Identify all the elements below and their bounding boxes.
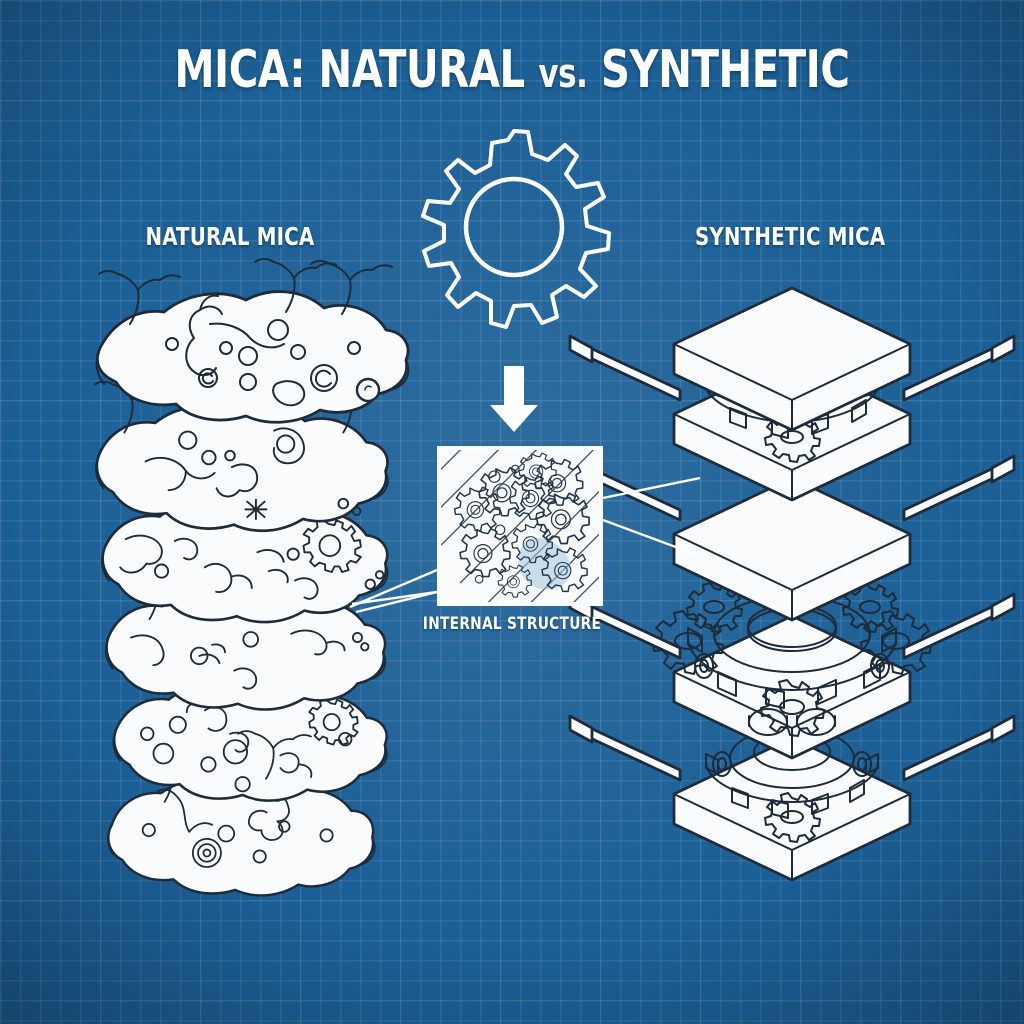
natural-mica-stack [93,258,410,897]
section-label-natural: NATURAL MICA [145,222,315,251]
title-vs: vs. [538,51,588,97]
natural-layer-5 [112,681,388,802]
title-main: MICA: NATURAL [174,40,526,100]
internal-structure-inset[interactable]: .ig{fill:none;stroke:#24364a;stroke-widt… [437,446,603,606]
axle-rod-right-1 [902,334,1016,402]
axle-rod-left-4 [568,714,682,782]
arrow-down-icon [490,366,538,432]
title-tail: SYNTHETIC [600,40,850,100]
inset-art: .ig{fill:none;stroke:#24364a;stroke-widt… [441,450,599,602]
natural-layer-1 [95,258,410,424]
synthetic-plate-4 [568,714,1016,882]
axle-rod-left-1 [568,334,682,402]
axle-rod-right-3 [902,592,1016,660]
natural-layer-2 [93,380,393,533]
inset-caption: INTERNAL STRUCTURE [422,614,602,634]
section-label-synthetic: SYNTHETIC MICA [694,222,886,251]
axle-rod-right-4 [902,714,1016,782]
page-title: MICA: NATURAL vs. SYNTHETIC [72,44,953,96]
axle-rod-right-2 [902,454,1016,522]
synthetic-mica-stack [568,286,1016,882]
gear-icon [421,129,611,329]
leader-lines [349,476,701,614]
